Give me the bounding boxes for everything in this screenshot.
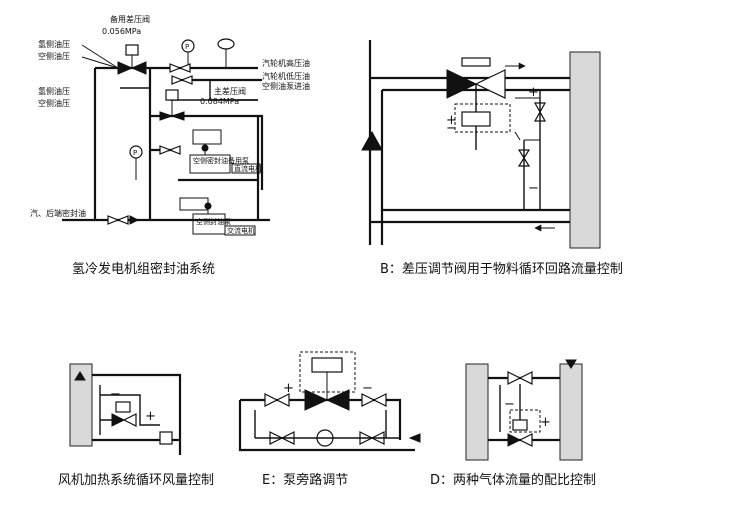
caption-a: 氢冷发电机组密封油系统 — [72, 261, 215, 277]
caption-d: D：两种气体流量的配比控制 — [430, 472, 596, 488]
svg-text:直流电机: 直流电机 — [234, 164, 262, 173]
minus-sign: − — [504, 397, 515, 412]
seal-pump: 空侧封油泵 交流电机 — [179, 197, 256, 236]
svg-text:氢侧油压: 氢侧油压 — [38, 39, 70, 49]
svg-text:空侧油压: 空侧油压 — [38, 51, 70, 61]
plus-sign: + — [446, 113, 457, 128]
svg-text:交流电机: 交流电机 — [227, 226, 255, 235]
svg-text:空侧封油泵: 空侧封油泵 — [196, 217, 231, 226]
minus-sign: − — [362, 381, 373, 396]
pressure-gauge-icon: P — [129, 145, 143, 180]
svg-text:空侧密封油备用泵: 空侧密封油备用泵 — [193, 156, 249, 165]
svg-text:0.084MPa: 0.084MPa — [200, 97, 239, 106]
plus-sign: + — [145, 409, 156, 424]
plus-sign: + — [283, 381, 294, 396]
diagram-d-gas-ratio: − + — [465, 359, 583, 461]
main-diff-valve — [159, 89, 185, 121]
caption-b: B：差压调节阀用于物料循环回路流量控制 — [380, 261, 623, 277]
svg-text:汽轮机高压油: 汽轮机高压油 — [262, 58, 310, 68]
diagram-a-seal-oil-system: P P 空侧密封油备用泵 — [30, 14, 310, 236]
svg-text:汽轮机低压油: 汽轮机低压油 — [262, 71, 310, 81]
diagram-c-fan-heating: − + — [69, 363, 182, 455]
svg-text:空侧油泵进油: 空侧油泵进油 — [262, 81, 310, 91]
minus-sign: − — [446, 121, 457, 136]
svg-text:P: P — [185, 43, 189, 51]
minus-sign: − — [528, 181, 539, 196]
backup-diff-valve — [117, 44, 147, 75]
svg-text:主差压阀: 主差压阀 — [214, 86, 246, 96]
svg-text:P: P — [133, 149, 137, 157]
backup-pump: 空侧密封油备用泵 直流电机 — [178, 129, 262, 182]
svg-text:汽、后端密封油: 汽、后端密封油 — [30, 208, 86, 218]
minus-sign: − — [110, 387, 121, 402]
diagram-e-pump-bypass: + − — [238, 351, 421, 452]
caption-e: E：泵旁路调节 — [262, 472, 348, 488]
plus-sign: + — [528, 85, 539, 100]
caption-c: 风机加热系统循环风量控制 — [58, 473, 214, 488]
svg-text:氢侧油压: 氢侧油压 — [38, 86, 70, 96]
valve-icon — [107, 63, 193, 225]
diagram-b-circulation-loop: + − + − — [361, 40, 601, 249]
svg-text:备用差压阀: 备用差压阀 — [110, 14, 150, 24]
plus-sign: + — [540, 415, 551, 430]
svg-text:0.056MPa: 0.056MPa — [102, 27, 141, 36]
pressure-gauge-icon: P — [181, 39, 195, 68]
svg-text:空侧油压: 空侧油压 — [38, 98, 70, 108]
